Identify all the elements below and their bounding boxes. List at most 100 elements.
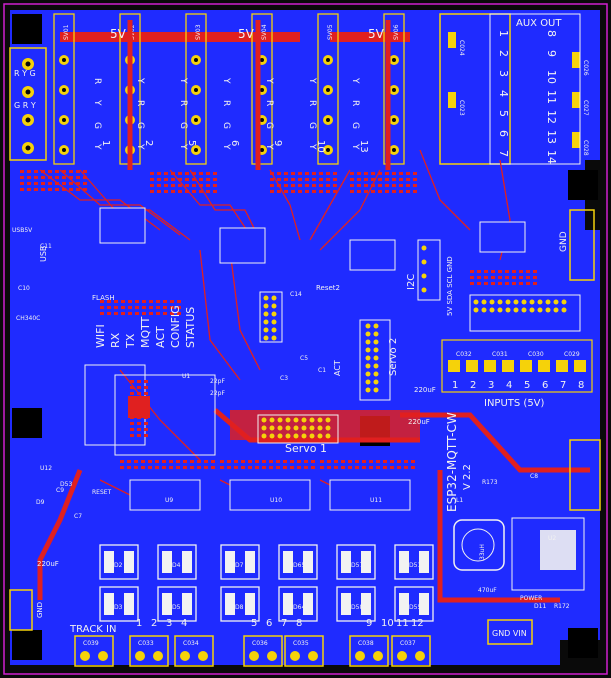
smd-pad — [213, 190, 217, 193]
part-label: C11 — [40, 243, 52, 250]
diode-pad — [162, 593, 172, 615]
smd-pad — [378, 184, 382, 187]
smd-pad — [144, 410, 148, 413]
smd-pad — [333, 172, 337, 175]
header-pin — [481, 307, 487, 313]
act-side-label: ACT — [333, 360, 342, 376]
smd-pad — [128, 306, 132, 309]
header-pin — [505, 307, 511, 313]
input-pad — [502, 360, 514, 372]
smd-pad — [484, 282, 488, 285]
header-pin — [529, 307, 535, 313]
flash-label: FLASH — [92, 294, 115, 302]
smd-pad — [178, 184, 182, 187]
header-pin — [421, 259, 427, 265]
smd-pad — [305, 184, 309, 187]
smd-pad — [319, 172, 323, 175]
smd-pad — [20, 170, 24, 173]
smd-pad — [241, 460, 245, 463]
terminal-pad — [290, 651, 300, 661]
smd-pad — [477, 276, 481, 279]
smd-pad — [120, 460, 124, 463]
smd-pad — [392, 184, 396, 187]
smd-pad — [355, 460, 359, 463]
aux-out-number: 14 — [545, 150, 558, 164]
terminal-hole — [326, 148, 330, 152]
input-number: 2 — [470, 380, 476, 391]
aux-out-label: AUX OUT — [516, 18, 562, 29]
header-pin — [271, 295, 277, 301]
signal-letter: G — [350, 122, 360, 129]
header-pin — [263, 335, 269, 341]
smd-pad — [399, 172, 403, 175]
header-pin — [421, 287, 427, 293]
smd-pad — [20, 182, 24, 185]
header-pin — [263, 327, 269, 333]
header-pin — [263, 303, 269, 309]
smd-pad — [156, 312, 160, 315]
smd-pad — [144, 422, 148, 425]
header-pin — [271, 327, 277, 333]
header-pin — [521, 299, 527, 305]
terminal-pad — [153, 651, 163, 661]
aux-out-number: 7 — [497, 150, 510, 157]
smd-pad — [76, 182, 80, 185]
header-pin — [271, 303, 277, 309]
smd-pad — [413, 178, 417, 181]
smd-pad — [390, 466, 394, 469]
smd-pad — [227, 460, 231, 463]
header-pin — [325, 425, 331, 431]
smd-pad — [69, 188, 73, 191]
smd-pad — [48, 188, 52, 191]
smd-pad — [107, 312, 111, 315]
diode-pad — [361, 593, 371, 615]
power-label: POWER — [520, 595, 542, 602]
diode-pad — [245, 593, 255, 615]
smd-pad — [383, 466, 387, 469]
smd-pad — [297, 460, 301, 463]
header-pin — [513, 307, 519, 313]
terminal-hole — [392, 58, 396, 62]
left-signal-connector — [9, 47, 47, 161]
smd-pad — [350, 172, 354, 175]
smd-pad — [155, 460, 159, 463]
smd-pad — [130, 398, 134, 401]
track-number: 1 — [136, 618, 142, 629]
smd-pad — [171, 184, 175, 187]
smd-pad — [142, 300, 146, 303]
smd-pad — [48, 170, 52, 173]
track-connector-label: C038 — [358, 640, 374, 647]
smd-pad — [519, 282, 523, 285]
terminal-hole — [25, 61, 31, 67]
smd-pad — [190, 460, 194, 463]
part-label: C8 — [530, 473, 538, 480]
smd-pad — [34, 170, 38, 173]
smd-pad — [130, 428, 134, 431]
smd-pad — [83, 182, 87, 185]
smd-pad — [526, 276, 530, 279]
smd-pad — [130, 392, 134, 395]
smd-pad — [137, 398, 141, 401]
diode-pad — [419, 593, 429, 615]
terminal-pad — [135, 651, 145, 661]
smd-pad — [48, 176, 52, 179]
smd-pad — [163, 312, 167, 315]
cap-470uf: 470uF — [478, 587, 497, 594]
smd-pad — [385, 190, 389, 193]
diode-label: D55 — [409, 604, 421, 611]
ch340c-label: CH340C — [16, 315, 40, 322]
input-pad — [466, 360, 478, 372]
terminal-pad — [80, 651, 90, 661]
smd-pad — [505, 270, 509, 273]
aux-out-number: 11 — [545, 90, 558, 104]
terminal-hole — [62, 58, 66, 62]
smd-pad — [83, 170, 87, 173]
smd-pad — [144, 380, 148, 383]
signal-column-number: 9 — [272, 140, 283, 146]
smd-pad — [362, 460, 366, 463]
smd-pad — [341, 466, 345, 469]
smd-pad — [320, 466, 324, 469]
terminal-pad — [397, 651, 407, 661]
aux-connector-label: C028 — [582, 140, 589, 156]
